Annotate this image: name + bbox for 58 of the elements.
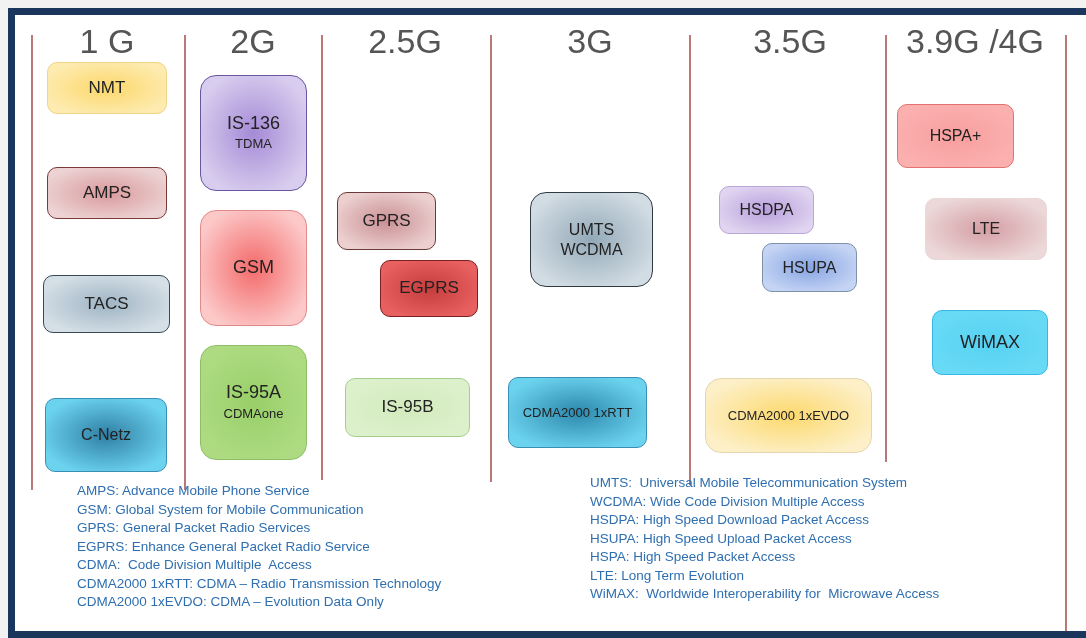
- technology-box: [43, 275, 170, 333]
- column-header: 2G: [230, 22, 276, 61]
- box-label: TACS: [84, 293, 129, 315]
- technology-box: [508, 377, 647, 448]
- abbreviation-note: CDMA: Code Division Multiple Access: [77, 556, 313, 574]
- box-label: WiMAX: [960, 331, 1020, 354]
- column-header: 2.5G: [368, 22, 442, 61]
- technology-box: [345, 378, 470, 437]
- technology-box: [897, 104, 1014, 168]
- technology-box: [200, 210, 307, 326]
- box-sublabel: TDMA: [235, 136, 272, 154]
- box-label: NMT: [88, 77, 126, 99]
- technology-box: [45, 398, 167, 472]
- technology-box: [380, 260, 478, 317]
- box-label: AMPS: [82, 182, 132, 204]
- column-header: 3G: [567, 22, 613, 61]
- box-label: GPRS: [362, 210, 411, 232]
- technology-box: [925, 198, 1047, 260]
- abbreviation-note: CDMA2000 1xRTT: CDMA – Radio Transmission Technology: [77, 574, 442, 593]
- box-sublabel: CDMAone: [223, 405, 284, 423]
- box-label: UMTS WCDMA: [559, 220, 624, 259]
- technology-box: [47, 62, 167, 114]
- box-label: GSM: [233, 257, 274, 279]
- column-header: 3.5G: [753, 22, 827, 61]
- technology-box: [200, 345, 307, 460]
- technology-box: [719, 186, 814, 234]
- abbreviation-note: LTE: Long Term Evolution: [590, 566, 746, 585]
- abbreviation-note: CDMA2000 1xEVDO: CDMA – Evolution Data Only: [77, 593, 385, 611]
- technology-box: [762, 243, 857, 292]
- abbreviation-note: AMPS: Advance Mobile Phone Service: [77, 482, 311, 500]
- box-label: C-Netz: [81, 425, 131, 445]
- box-label: IS-95B: [381, 397, 434, 418]
- technology-box: [705, 378, 872, 453]
- box-label: LTE: [971, 219, 1001, 239]
- column-header: 3.9G /4G: [906, 22, 1044, 61]
- abbreviation-note: GPRS: General Packet Radio Services: [77, 519, 312, 537]
- abbreviation-note: UMTS: Universal Mobile Telecommunication System: [590, 474, 909, 492]
- abbreviation-note: GSM: Global System for Mobile Communication: [77, 500, 365, 519]
- technology-box: [337, 192, 436, 250]
- box-label: HSDPA: [739, 200, 794, 220]
- box-label: CDMA2000 1xEVDO: [727, 407, 850, 424]
- box-label: HSPA+: [929, 126, 982, 146]
- box-label: IS-136: [226, 112, 280, 135]
- technology-box: [932, 310, 1048, 375]
- abbreviation-note: WCDMA: Wide Code Division Multiple Access: [590, 492, 866, 511]
- technology-box: [530, 192, 653, 287]
- technology-box: [200, 75, 307, 191]
- abbreviation-note: HSPA: High Speed Packet Access: [590, 548, 797, 566]
- box-label: HSUPA: [782, 257, 837, 278]
- column-header: 1 G: [79, 22, 135, 61]
- box-label: EGPRS: [399, 278, 459, 299]
- abbreviation-note: WiMAX: Worldwide Interoperability for Microwave Access: [590, 585, 940, 603]
- abbreviation-note: HSDPA: High Speed Download Packet Access: [590, 511, 870, 529]
- technology-box: [47, 167, 167, 219]
- abbreviation-note: EGPRS: Enhance General Packet Radio Service: [77, 537, 371, 556]
- abbreviation-note: HSUPA: High Speed Upload Packet Access: [590, 529, 853, 548]
- box-label: IS-95A: [226, 382, 281, 404]
- box-label: CDMA2000 1xRTT: [522, 404, 633, 421]
